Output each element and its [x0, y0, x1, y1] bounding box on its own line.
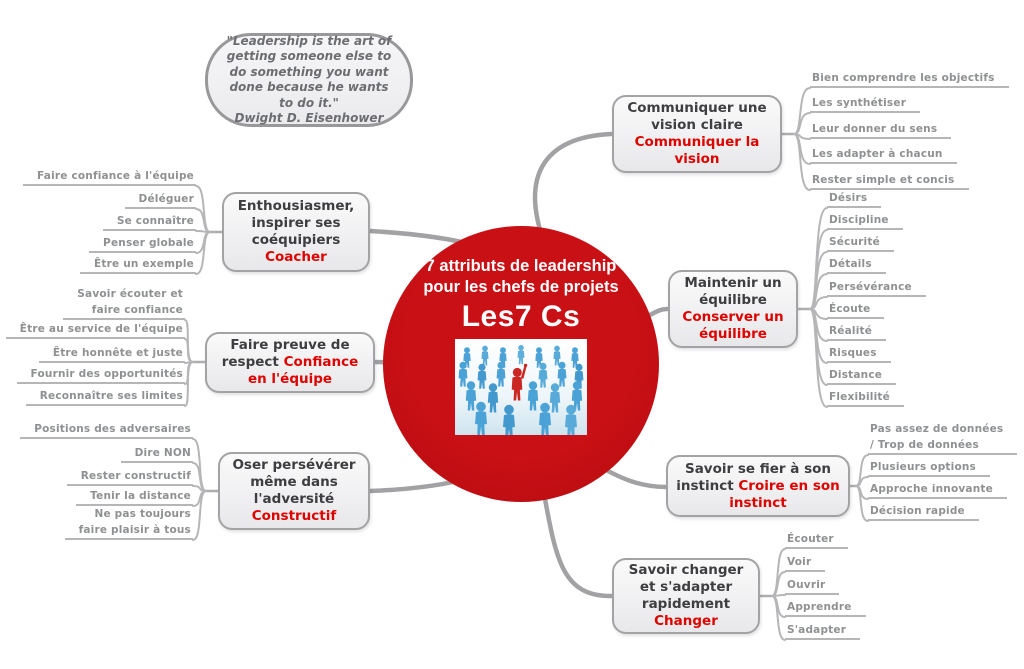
subtopic-label[interactable]: Plusieurs options — [868, 459, 990, 477]
subtopic-label[interactable]: Ne pas toujours faire plaisir à tous — [64, 506, 193, 540]
topic-coacher[interactable]: Enthousiasmer, inspirer ses coéquipiers … — [222, 192, 370, 272]
subtopic-label[interactable]: Être honnête et juste — [38, 345, 185, 363]
subtopic-label[interactable]: Être au service de l'équipe — [5, 321, 185, 339]
topic-keyword: Changer — [654, 613, 718, 629]
topic-title: Maintenir un équilibre — [684, 275, 782, 308]
subtopic-label[interactable]: Se connaître — [102, 213, 196, 231]
topic-title: Faire preuve de respect — [221, 337, 350, 370]
subtopic-label[interactable]: Voir — [785, 554, 826, 572]
subtopic-label[interactable]: Rester simple et concis — [810, 172, 969, 190]
subtopic-label[interactable]: Savoir écouter et faire confiance — [63, 286, 185, 320]
topic-keyword: Conserver un équilibre — [682, 309, 784, 342]
subtopic-label[interactable]: Distance — [827, 367, 897, 385]
subtopic-label[interactable]: Faire confiance à l'équipe — [23, 168, 196, 186]
topic-communiquer-vision[interactable]: Communiquer une vision claire Communique… — [612, 95, 782, 173]
subtopic-label[interactable]: Discipline — [827, 212, 903, 230]
subtopic-label[interactable]: S'adapter — [785, 622, 861, 640]
subtopic-label[interactable]: Ouvrir — [785, 577, 840, 595]
subtopic-label[interactable]: Tenir la distance — [76, 488, 193, 506]
topic-title: Enthousiasmer, inspirer ses coéquipiers — [237, 198, 355, 248]
subtopic-label[interactable]: Bien comprendre les objectifs — [810, 70, 1009, 88]
topic-title: Communiquer une vision claire — [627, 100, 767, 133]
subtopic-label[interactable]: Écoute — [827, 301, 885, 319]
central-topic-subtitle: Les7 Cs — [461, 300, 581, 333]
topic-keyword: Croire en son instinct — [729, 477, 840, 511]
topic-constructif[interactable]: Oser persévérer même dans l'adversité Co… — [218, 452, 370, 530]
topic-maintenir-equilibre[interactable]: Maintenir un équilibre Conserver un équi… — [668, 270, 798, 348]
topic-title: Oser persévérer même dans l'adversité — [232, 457, 356, 507]
topic-respect[interactable]: Faire preuve de respect Confiance en l'é… — [205, 332, 375, 393]
subtopic-label[interactable]: Reconnaître ses limites — [25, 388, 185, 406]
topic-changer[interactable]: Savoir changer et s'adapter rapidement C… — [612, 558, 760, 634]
subtopic-label[interactable]: Penser globale — [89, 235, 196, 253]
topic-title: Savoir se fier à son instinct — [676, 460, 832, 494]
topic-keyword: Confiance en l'équipe — [247, 354, 359, 387]
subtopic-label[interactable]: Flexibilité — [827, 389, 904, 407]
subtopic-label[interactable]: Apprendre — [785, 599, 866, 617]
central-topic[interactable]: 7 attributs de leadership pour les chefs… — [383, 226, 659, 502]
quote-text: "Leadership is the art of getting someon… — [226, 33, 392, 110]
quote-author: Dwight D. Eisenhower — [234, 111, 384, 125]
subtopic-label[interactable]: Écouter — [785, 531, 848, 549]
subtopic-label[interactable]: Leur donner du sens — [810, 121, 952, 139]
subtopic-label[interactable]: Désirs — [827, 190, 882, 208]
topic-keyword: Coacher — [265, 249, 327, 265]
crowd-image — [455, 339, 587, 435]
central-topic-title: 7 attributs de leadership pour les chefs… — [423, 257, 619, 296]
subtopic-label[interactable]: Décision rapide — [868, 503, 979, 521]
subtopic-label[interactable]: Pas assez de données / Trop de données — [868, 421, 1018, 455]
subtopic-label[interactable]: Déléguer — [124, 191, 196, 209]
subtopic-label[interactable]: Sécurité — [827, 234, 894, 252]
subtopic-label[interactable]: Persévérance — [827, 279, 926, 297]
subtopic-label[interactable]: Les adapter à chacun — [810, 146, 957, 164]
subtopic-label[interactable]: Fournir des opportunités — [16, 366, 185, 384]
subtopic-label[interactable]: Dire NON — [120, 445, 193, 463]
subtopic-label[interactable]: Être un exemple — [80, 256, 196, 274]
topic-instinct[interactable]: Savoir se fier à son instinct Croire en … — [666, 455, 850, 517]
topic-keyword: Communiquer la vision — [634, 134, 760, 167]
quote-bubble[interactable]: "Leadership is the art of getting someon… — [205, 33, 413, 127]
topic-keyword: Constructif — [251, 508, 337, 524]
topic-title: Savoir changer et s'adapter rapidement — [628, 562, 744, 612]
subtopic-label[interactable]: Rester constructif — [66, 468, 193, 486]
subtopic-label[interactable]: Détails — [827, 256, 886, 274]
subtopic-label[interactable]: Risques — [827, 345, 891, 363]
subtopic-label[interactable]: Les synthétiser — [810, 95, 921, 113]
subtopic-label[interactable]: Approche innovante — [868, 481, 1007, 499]
subtopic-label[interactable]: Positions des adversaires — [20, 421, 193, 439]
subtopic-label[interactable]: Réalité — [827, 323, 887, 341]
